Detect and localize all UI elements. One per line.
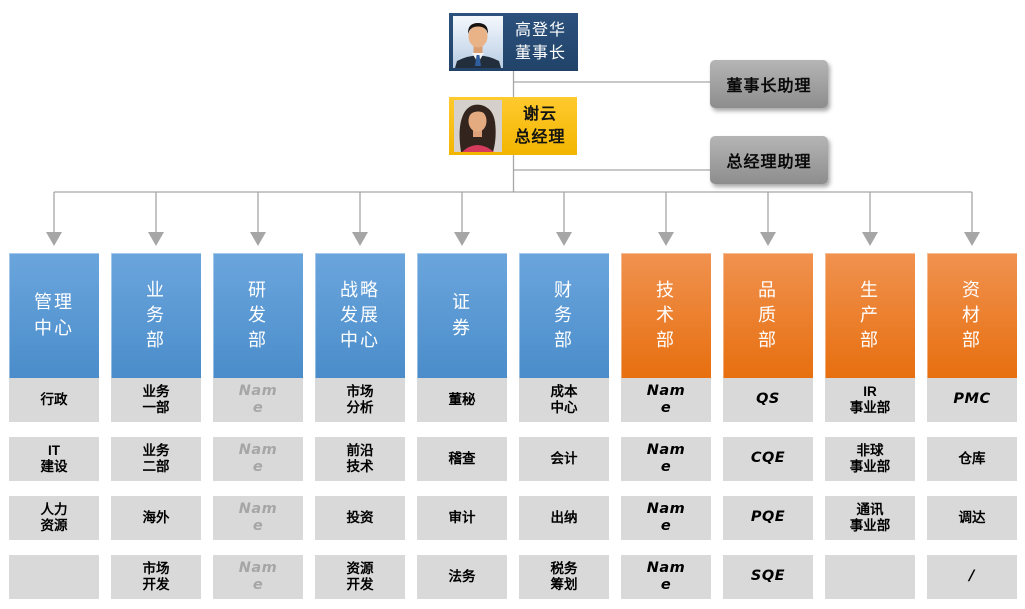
arrowhead-icons	[46, 232, 980, 246]
dept-item-empty	[9, 555, 99, 599]
dept-item-placeholder: Nam e	[621, 555, 711, 599]
dept-item: IT 建设	[9, 437, 99, 481]
dept-item-placeholder: Nam e	[621, 378, 711, 422]
dept-item: 资源 开发	[315, 555, 405, 599]
dept-column-securities: 证 券 董秘 稽查 审计 法务	[417, 253, 507, 599]
dept-item: 会计	[519, 437, 609, 481]
dept-column-rnd: 研 发 部 Nam e Nam e Nam e Nam e	[213, 253, 303, 599]
dept-column-management-center: 管理 中心 行政 IT 建设 人力 资源	[9, 253, 99, 599]
dept-item: QS	[723, 378, 813, 422]
dept-item: 非球 事业部	[825, 437, 915, 481]
dept-column-technology: 技 术 部 Nam e Nam e Nam e Nam e	[621, 253, 711, 599]
dept-header: 战略 发展 中心	[315, 253, 405, 378]
dept-item-placeholder: Nam e	[621, 437, 711, 481]
dept-column-strategy-center: 战略 发展 中心 市场 分析 前沿 技术 投资 资源 开发	[315, 253, 405, 599]
dept-item: 董秘	[417, 378, 507, 422]
dept-header: 证 券	[417, 253, 507, 378]
dept-item-placeholder: Nam e	[213, 437, 303, 481]
dept-item: PMC	[927, 378, 1017, 422]
dept-column-finance: 财 务 部 成本 中心 会计 出纳 税务 筹划	[519, 253, 609, 599]
dept-column-business: 业 务 部 业务 一部 业务 二部 海外 市场 开发	[111, 253, 201, 599]
assistant-node-chairman: 董事长助理	[710, 60, 828, 108]
dept-column-materials: 资 材 部 PMC 仓库 调达 /	[927, 253, 1017, 599]
dept-item-placeholder: Nam e	[621, 496, 711, 540]
dept-item-placeholder: Nam e	[213, 496, 303, 540]
dept-item: 法务	[417, 555, 507, 599]
dept-item: 市场 开发	[111, 555, 201, 599]
dept-item: 人力 资源	[9, 496, 99, 540]
gm-title: 总经理	[514, 129, 566, 146]
dept-item: PQE	[723, 496, 813, 540]
dept-header: 研 发 部	[213, 253, 303, 378]
assistant-node-gm: 总经理助理	[710, 136, 828, 184]
chairman-node: 高登华 董事长	[449, 13, 578, 71]
dept-header: 管理 中心	[9, 253, 99, 378]
dept-item: /	[927, 555, 1017, 599]
dept-item: 海外	[111, 496, 201, 540]
dept-item-placeholder: Nam e	[213, 555, 303, 599]
dept-column-quality: 品 质 部 QS CQE PQE SQE	[723, 253, 813, 599]
dept-item-empty	[825, 555, 915, 599]
dept-column-production: 生 产 部 IR 事业部 非球 事业部 通讯 事业部	[825, 253, 915, 599]
dept-item: 仓库	[927, 437, 1017, 481]
dept-header: 品 质 部	[723, 253, 813, 378]
dept-header: 技 术 部	[621, 253, 711, 378]
dept-header: 资 材 部	[927, 253, 1017, 378]
gm-name: 谢云	[522, 105, 557, 123]
dept-item: 出纳	[519, 496, 609, 540]
dept-header: 业 务 部	[111, 253, 201, 378]
dept-item: 行政	[9, 378, 99, 422]
dept-item: IR 事业部	[825, 378, 915, 422]
dept-item: 成本 中心	[519, 378, 609, 422]
dept-item: 投资	[315, 496, 405, 540]
chairman-title: 董事长	[514, 45, 566, 62]
dept-item: 稽查	[417, 437, 507, 481]
dept-header: 财 务 部	[519, 253, 609, 378]
chairman-photo	[453, 16, 503, 68]
dept-item: 调达	[927, 496, 1017, 540]
dept-header: 生 产 部	[825, 253, 915, 378]
gm-node: 谢云 总经理	[449, 97, 577, 155]
dept-item: 市场 分析	[315, 378, 405, 422]
gm-photo	[453, 100, 503, 152]
dept-item: CQE	[723, 437, 813, 481]
dept-item: SQE	[723, 555, 813, 599]
dept-item-placeholder: Nam e	[213, 378, 303, 422]
chairman-name: 高登华	[514, 21, 566, 39]
dept-item: 业务 一部	[111, 378, 201, 422]
dept-item: 业务 二部	[111, 437, 201, 481]
dept-item: 税务 筹划	[519, 555, 609, 599]
dept-item: 前沿 技术	[315, 437, 405, 481]
dept-item: 通讯 事业部	[825, 496, 915, 540]
dept-item: 审计	[417, 496, 507, 540]
